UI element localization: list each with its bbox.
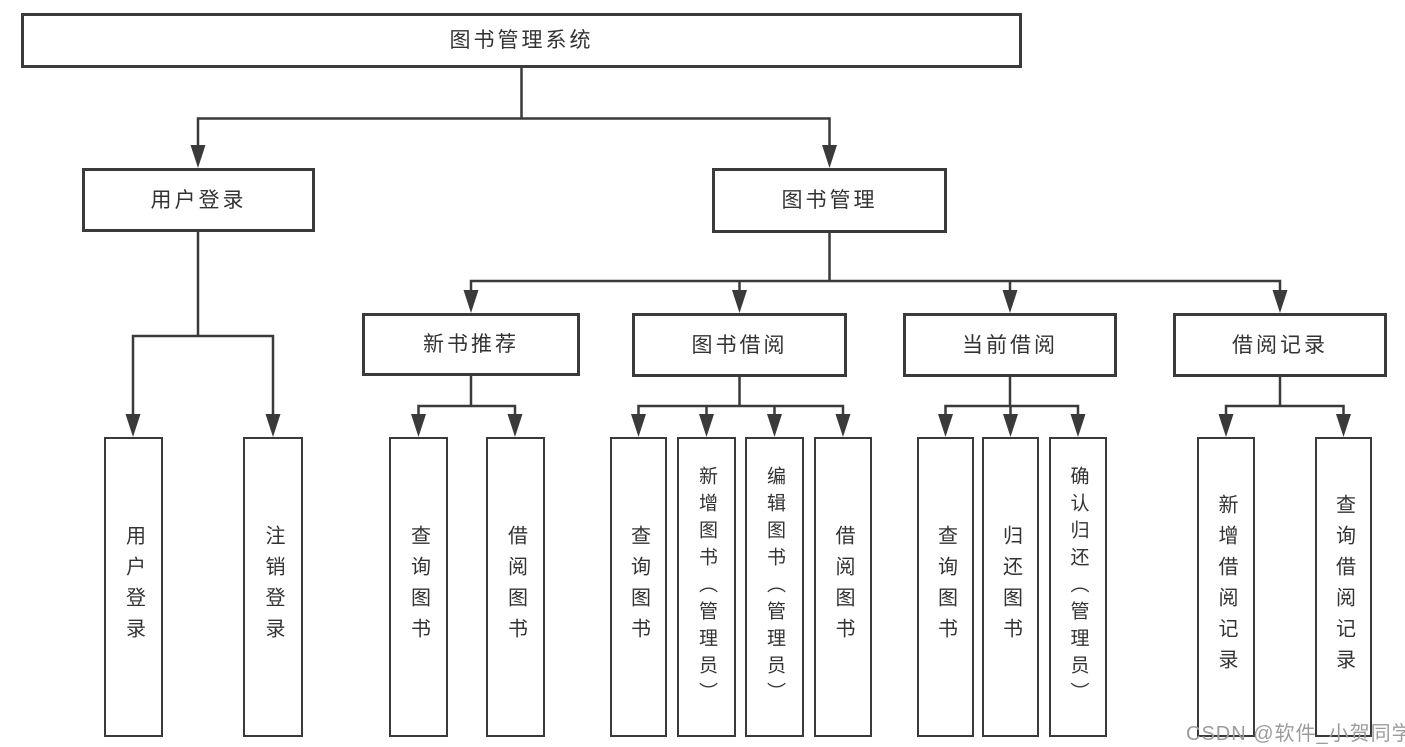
- leaf-query-books-recommend: 查询图书: [389, 437, 448, 737]
- leaf-label: 新增图书（管理员）: [696, 465, 717, 709]
- leaf-borrow-books: 借阅图书: [814, 437, 872, 737]
- node-book-borrow: 图书借阅: [632, 313, 847, 377]
- leaf-label: 确认归还（管理员）: [1067, 465, 1089, 709]
- leaf-borrow-books-recommend: 借阅图书: [486, 437, 545, 737]
- leaf-add-books-admin: 新增图书（管理员）: [677, 437, 736, 737]
- leaf-label: 用户登录: [122, 525, 145, 649]
- node-label: 图书管理: [781, 189, 878, 212]
- leaf-confirm-return-admin: 确认归还（管理员）: [1049, 437, 1107, 737]
- node-label: 图书管理系统: [449, 29, 594, 52]
- leaf-query-borrow-record: 查询借阅记录: [1315, 437, 1372, 737]
- leaf-label: 查询图书: [407, 525, 430, 649]
- node-borrow-records: 借阅记录: [1173, 313, 1387, 377]
- node-book-management: 图书管理: [712, 168, 947, 233]
- leaf-add-borrow-record: 新增借阅记录: [1197, 437, 1255, 737]
- leaf-label: 查询图书: [934, 525, 957, 649]
- leaf-label: 新增借阅记录: [1215, 494, 1237, 680]
- node-library-management-system: 图书管理系统: [21, 13, 1022, 68]
- node-label: 新书推荐: [423, 333, 519, 356]
- leaf-label: 归还图书: [999, 525, 1022, 649]
- node-label: 用户登录: [150, 188, 247, 212]
- csdn-watermark: CSDN @软件_小贺同学: [1186, 723, 1405, 745]
- leaf-query-books-borrow: 查询图书: [610, 437, 667, 737]
- leaf-edit-books-admin: 编辑图书（管理员）: [745, 437, 804, 737]
- node-label: 当前借阅: [962, 333, 1058, 357]
- leaf-label: 注销登录: [262, 525, 284, 649]
- leaf-label: 查询借阅记录: [1332, 494, 1355, 680]
- leaf-user-login: 用户登录: [104, 437, 163, 737]
- leaf-label: 借阅图书: [832, 525, 854, 649]
- leaf-label: 查询图书: [627, 525, 650, 649]
- leaf-query-books-current: 查询图书: [917, 437, 974, 737]
- node-new-book-recommend: 新书推荐: [362, 313, 580, 376]
- leaf-return-books: 归还图书: [982, 437, 1039, 737]
- node-label: 图书借阅: [691, 333, 788, 357]
- node-current-borrow: 当前借阅: [903, 313, 1117, 377]
- leaf-logout: 注销登录: [243, 437, 303, 737]
- leaf-label: 编辑图书（管理员）: [764, 465, 785, 709]
- node-label: 借阅记录: [1232, 333, 1328, 357]
- node-user-login: 用户登录: [82, 168, 315, 232]
- leaf-label: 借阅图书: [504, 525, 527, 649]
